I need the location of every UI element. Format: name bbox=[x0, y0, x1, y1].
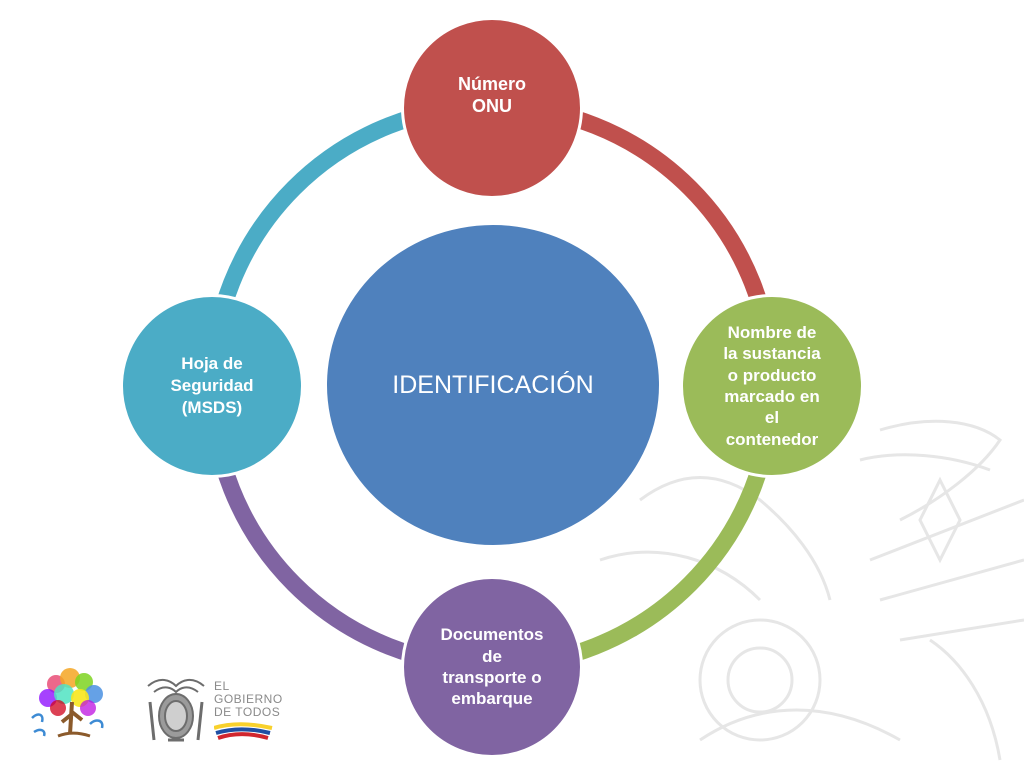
tricolor-flag-swoosh bbox=[214, 722, 273, 740]
center-node-identificacion: IDENTIFICACIÓN bbox=[324, 222, 662, 548]
center-label: IDENTIFICACIÓN bbox=[392, 371, 594, 399]
toda-una-vida-tree-logo bbox=[31, 668, 104, 738]
footer-logos: EL GOBIERNO DE TODOS bbox=[28, 662, 288, 752]
gov-line-2: GOBIERNO bbox=[214, 692, 283, 707]
gov-line-1: EL bbox=[214, 679, 230, 693]
ecuador-coat-of-arms-icon bbox=[147, 679, 205, 742]
gov-line-3: DE TODOS bbox=[214, 705, 281, 720]
gobierno-de-todos-wordmark: EL GOBIERNO DE TODOS bbox=[214, 679, 283, 720]
